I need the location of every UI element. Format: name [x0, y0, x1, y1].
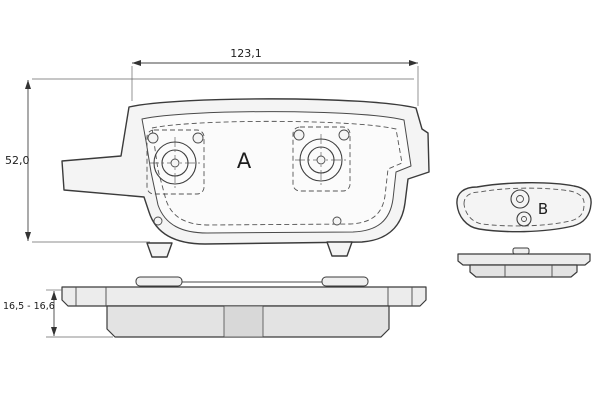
dimension-thickness-label: 16,5 - 16,6 — [3, 301, 55, 312]
pad-b-backing-plate-profile — [457, 253, 591, 266]
pad-a-clip-outline-right — [292, 126, 351, 192]
rivet-hole — [153, 216, 163, 226]
rivet-hole — [293, 129, 305, 141]
pad-a-side-view — [61, 276, 427, 338]
pad-a-hidden-contour — [151, 120, 403, 226]
dimension-thickness: 16,5 - 16,6 — [3, 289, 113, 338]
rivet-hole — [192, 132, 204, 144]
spring-clip-profile-left — [135, 276, 183, 287]
friction-center-chamfer — [223, 305, 264, 338]
pad-b-hole-lower — [516, 211, 532, 227]
rivet-hole — [332, 216, 342, 226]
pad-a-wear-indicator-right-outer — [299, 138, 343, 182]
pad-a-wear-indicator-right-center — [316, 155, 326, 165]
pad-a-bottom-tab-left — [146, 242, 173, 258]
spring-clip-profile-right — [321, 276, 369, 287]
pad-a-wear-indicator-left-center — [170, 158, 180, 168]
pad-b-friction-profile — [469, 264, 578, 278]
pad-a-label: A — [237, 149, 252, 173]
pad-a-friction-face-outline — [141, 111, 412, 234]
pad-b-hole-upper-center — [516, 195, 524, 203]
pad-b-side-view — [457, 247, 591, 278]
dimension-width-label: 123,1 — [230, 47, 262, 60]
pad-a-wear-indicator-right-inner — [307, 146, 335, 174]
pad-a-front-view: A — [61, 98, 430, 258]
pad-a-wear-indicator-left-outer — [153, 141, 197, 185]
dimension-width: 123,1 — [131, 47, 419, 106]
pad-a-wear-indicator-left-inner — [161, 149, 189, 177]
pad-b-hole-upper — [510, 189, 530, 209]
rivet-hole — [147, 132, 159, 144]
pad-b-front-view: B — [456, 182, 592, 233]
pad-b-label: B — [538, 200, 548, 218]
rivet-hole — [338, 129, 350, 141]
dimension-height: 52,0 — [5, 78, 414, 243]
pad-b-clip-bump — [512, 247, 530, 255]
pad-a-clip-outline-left — [146, 129, 205, 195]
pad-a-bottom-tab-right — [326, 241, 353, 257]
backing-plate-profile — [61, 286, 427, 307]
pad-b-hole-lower-center — [521, 216, 527, 222]
dimension-height-label: 52,0 — [5, 154, 30, 167]
